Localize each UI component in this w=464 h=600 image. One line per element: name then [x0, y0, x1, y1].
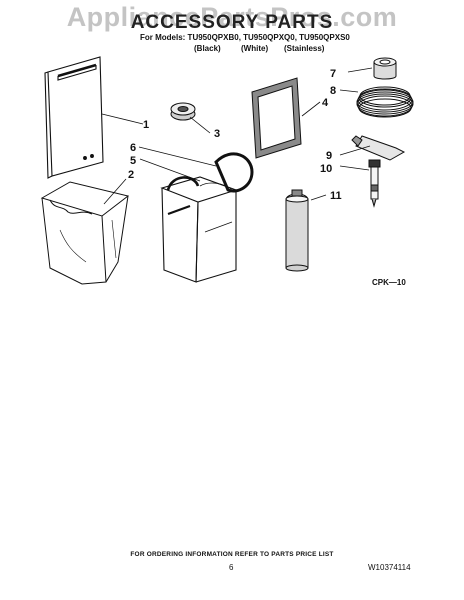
callout-9: 9 — [326, 150, 332, 162]
callout-1: 1 — [143, 119, 149, 131]
ordering-note: FOR ORDERING INFORMATION REFER TO PARTS … — [130, 551, 334, 558]
callout-10: 10 — [320, 163, 332, 175]
figure-code: CPK—10 — [372, 278, 406, 287]
page-number: 6 — [229, 563, 234, 572]
callout-4: 4 — [322, 97, 329, 109]
leader-2 — [103, 178, 127, 205]
leader-3 — [189, 116, 211, 134]
watermark: AppliancePartsPros.com — [66, 2, 398, 32]
leader-4 — [301, 101, 321, 117]
leader-lines — [101, 67, 373, 205]
callout-6: 6 — [130, 142, 136, 154]
variant-white: (White) — [241, 44, 269, 53]
touch-up-pen — [368, 159, 381, 208]
leader-8 — [339, 89, 359, 93]
variant-black: (Black) — [194, 44, 221, 53]
door-panel — [44, 56, 104, 179]
bag-caddy — [160, 176, 238, 283]
leader-6 — [138, 146, 217, 167]
page-title: ACCESSORY PARTS — [130, 12, 334, 33]
tape-roll — [373, 57, 397, 80]
bag-handle — [166, 152, 254, 193]
leader-7 — [347, 67, 373, 73]
leader-9 — [339, 145, 371, 156]
compactor-bag — [40, 181, 130, 285]
leader-1 — [101, 113, 144, 125]
bearing — [170, 102, 196, 121]
callout-7: 7 — [330, 68, 336, 80]
variant-stainless: (Stainless) — [284, 44, 325, 53]
coiled-tubing — [356, 86, 414, 118]
gasket — [251, 77, 302, 159]
lubricant-tube — [351, 135, 406, 161]
callout-5: 5 — [130, 155, 136, 167]
leader-10 — [339, 165, 370, 171]
leader-5 — [139, 158, 201, 182]
leader-11 — [310, 194, 327, 201]
document-number: W10374114 — [368, 563, 411, 572]
spray-can — [285, 189, 309, 272]
models-line: For Models: TU950QPXB0, TU950QPXQ0, TU95… — [140, 33, 350, 42]
callout-8: 8 — [330, 85, 336, 97]
callout-2: 2 — [128, 169, 134, 181]
callout-3: 3 — [214, 128, 220, 140]
callout-11: 11 — [330, 190, 342, 202]
